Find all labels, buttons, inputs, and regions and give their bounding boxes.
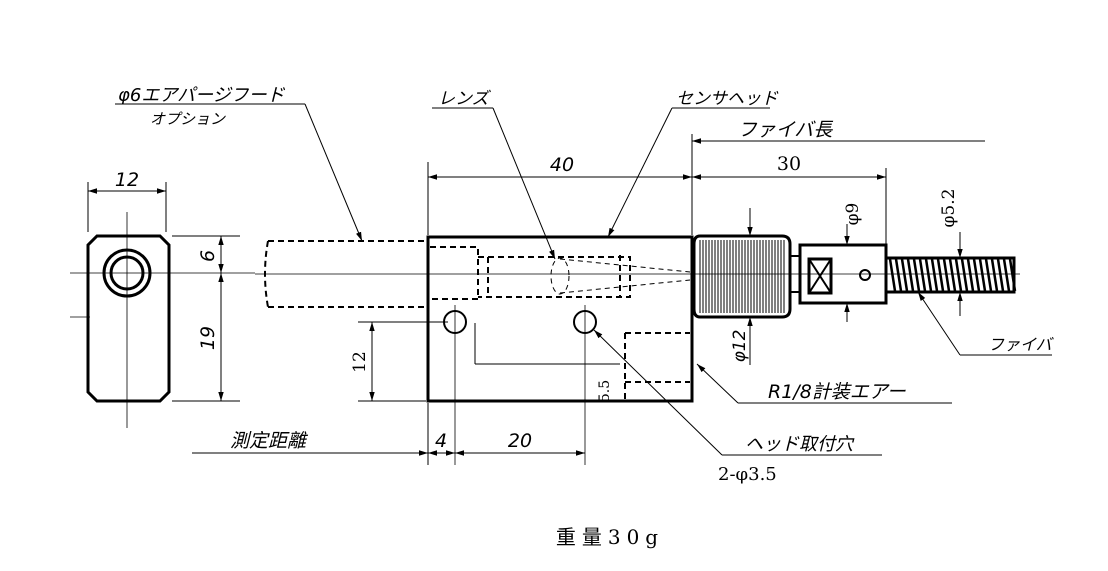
dim-phi5-2: φ5.2 bbox=[939, 189, 959, 228]
weight-label: 重量30g bbox=[556, 525, 664, 549]
dim-body-length: 40 bbox=[550, 154, 574, 176]
knurled-nut bbox=[692, 234, 792, 319]
fiber-label: ファイバ bbox=[988, 335, 1055, 354]
measuring-distance-label: 測定距離 bbox=[230, 430, 309, 452]
dim-hole-height: 12 bbox=[350, 351, 370, 373]
lens-label: レンズ bbox=[438, 89, 492, 109]
dim-end-width: 12 bbox=[115, 169, 139, 191]
dim-hole-offset: 4 bbox=[435, 430, 447, 452]
air-fitting-label: R1/8計装エアー bbox=[768, 381, 907, 403]
dim-fiber-section: 30 bbox=[777, 153, 801, 175]
dim-phi9: φ9 bbox=[843, 203, 863, 226]
purge-hood-label: φ6エアパージフード bbox=[118, 85, 286, 106]
dim-end-lower: 19 bbox=[197, 326, 219, 350]
mount-hole-spec: 2-φ3.5 bbox=[718, 464, 777, 485]
option-label: オプション bbox=[150, 110, 226, 128]
sensor-head-body bbox=[255, 235, 1020, 465]
dim-small: 5.5 bbox=[597, 380, 613, 402]
sensor-head-label: センサヘッド bbox=[676, 89, 779, 109]
dim-phi12: φ12 bbox=[730, 330, 750, 363]
end-view bbox=[70, 182, 255, 428]
dim-end-upper: 6 bbox=[197, 250, 219, 262]
mount-hole-label: ヘッド取付穴 bbox=[745, 434, 855, 455]
fiber-cable bbox=[884, 256, 1017, 294]
fiber-length-label: ファイバ長 bbox=[738, 119, 834, 141]
dim-hole-pitch: 20 bbox=[508, 430, 532, 452]
